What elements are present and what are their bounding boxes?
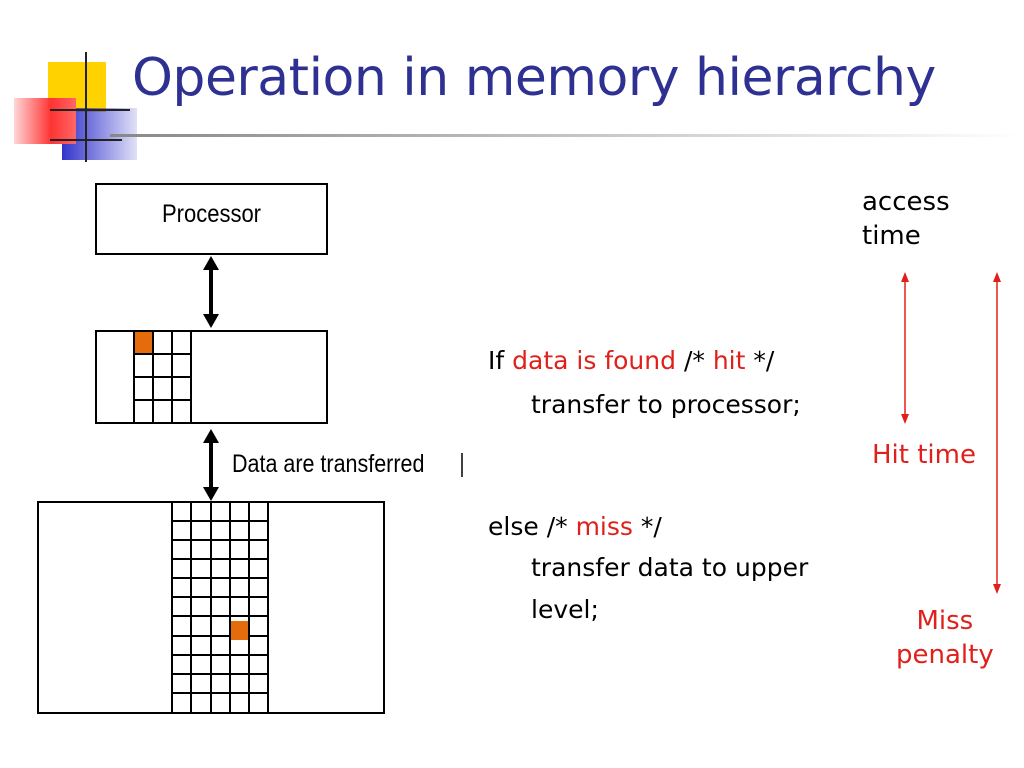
hit-action-line: transfer to processor; [531, 390, 801, 419]
miss-penalty-line-1: Miss [916, 606, 974, 636]
upper-level-box [95, 330, 328, 424]
access-time-line-2: time [862, 221, 921, 251]
timing-arrows [901, 272, 1001, 594]
title-underline [110, 134, 1024, 137]
hit-comment-close: */ [753, 346, 775, 375]
access-time-label: access time [862, 185, 950, 253]
miss-comment-open: /* [546, 512, 568, 541]
hit-word: hit [712, 346, 746, 375]
miss-penalty-arrow [993, 272, 1001, 594]
miss-penalty-label: Miss penalty [896, 604, 994, 672]
hit-time-arrow [901, 272, 909, 424]
lower-level-grid [171, 501, 269, 714]
upper-hit-block [135, 332, 152, 353]
else-keyword: else [488, 512, 539, 541]
upper-lower-arrow [203, 429, 219, 501]
transfer-label: Data are transferred [232, 450, 425, 478]
miss-action-line-2: level; [531, 595, 599, 624]
memory-diagram [37, 183, 463, 714]
miss-penalty-line-2: penalty [896, 640, 994, 670]
hit-condition-line: If data is found /* hit */ [488, 346, 774, 376]
slide-title: Operation in memory hierarchy [132, 48, 936, 108]
data-found-text: data is found [512, 346, 676, 375]
slide-logo [14, 52, 137, 162]
lower-target-block [231, 621, 248, 640]
upper-level-grid [133, 330, 192, 424]
hit-time-label: Hit time [872, 440, 976, 470]
processor-box [95, 183, 328, 255]
hit-comment-open: /* [683, 346, 705, 375]
if-keyword: If [488, 346, 505, 375]
access-time-line-1: access [862, 187, 950, 217]
processor-label: Processor [161, 200, 262, 228]
processor-upper-arrow [203, 256, 219, 328]
miss-word: miss [575, 512, 633, 541]
miss-action-line-1: transfer data to upper [531, 553, 809, 582]
miss-condition-line: else /* miss */ [488, 512, 662, 542]
miss-comment-close: */ [640, 512, 662, 541]
